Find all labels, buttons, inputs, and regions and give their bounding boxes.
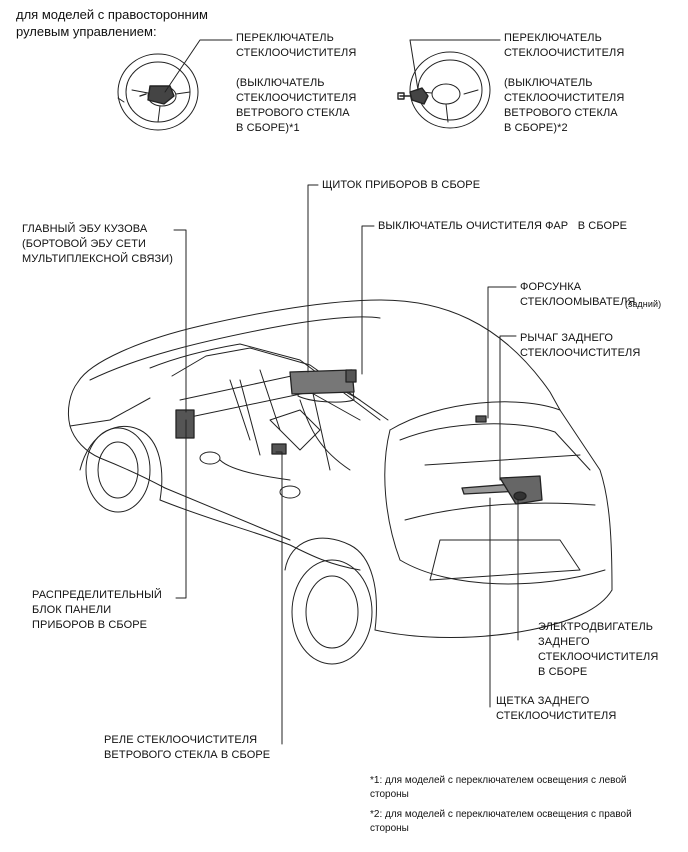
- label-rear-wiper-blade: ЩЕТКА ЗАДНЕГО СТЕКЛООЧИСТИТЕЛЯ: [496, 695, 617, 722]
- leader-switch-left: [164, 39, 233, 93]
- label-rear-wiper-motor: ЭЛЕКТРОДВИГАТЕЛЬ ЗАДНЕГО СТЕКЛООЧИСТИТЕЛ…: [538, 621, 659, 678]
- label-washer-nozzle: ФОРСУНКА СТЕКЛООМЫВАТЕЛЯ: [520, 281, 636, 308]
- footnote-1: *1: для моделей с переключателем освещен…: [370, 775, 627, 800]
- label-wiper-switch-left: ПЕРЕКЛЮЧАТЕЛЬ СТЕКЛООЧИСТИТЕЛЯ (ВЫКЛЮЧАТ…: [236, 32, 357, 134]
- diagram-header: для моделей с правосторонним рулевым упр…: [16, 7, 208, 39]
- label-washer-nozzle-note: (задний): [625, 299, 662, 309]
- label-windshield-wiper-relay: РЕЛЕ СТЕКЛООЧИСТИТЕЛЯ ВЕТРОВОГО СТЕКЛА В…: [104, 734, 271, 761]
- wiper-switch-right-part: [397, 87, 429, 105]
- steering-wheel-left: [117, 53, 199, 131]
- leader-switch-right: [409, 39, 501, 91]
- label-combination-meter: ЩИТОК ПРИБОРОВ В СБОРЕ: [322, 179, 481, 191]
- label-main-body-ecu: ГЛАВНЫЙ ЭБУ КУЗОВА (БОРТОВОЙ ЭБУ СЕТИ МУ…: [22, 223, 174, 265]
- footnote-2: *2: для моделей с переключателем освещен…: [370, 809, 632, 834]
- label-headlamp-cleaner-switch: ВЫКЛЮЧАТЕЛЬ ОЧИСТИТЕЛЯ ФАР В СБОРЕ: [378, 220, 628, 232]
- wiper-switch-left-part: [139, 85, 175, 105]
- component-parts: [175, 369, 543, 505]
- label-instrument-panel-junction-block: РАСПРЕДЕЛИТЕЛЬНЫЙ БЛОК ПАНЕЛИ ПРИБОРОВ В…: [32, 589, 162, 631]
- steering-wheel-right: [409, 51, 491, 129]
- label-rear-wiper-arm: РЫЧАГ ЗАДНЕГО СТЕКЛООЧИСТИТЕЛЯ: [520, 332, 641, 359]
- label-wiper-switch-right: ПЕРЕКЛЮЧАТЕЛЬ СТЕКЛООЧИСТИТЕЛЯ (ВЫКЛЮЧАТ…: [504, 32, 625, 134]
- leader-lines: [173, 184, 519, 745]
